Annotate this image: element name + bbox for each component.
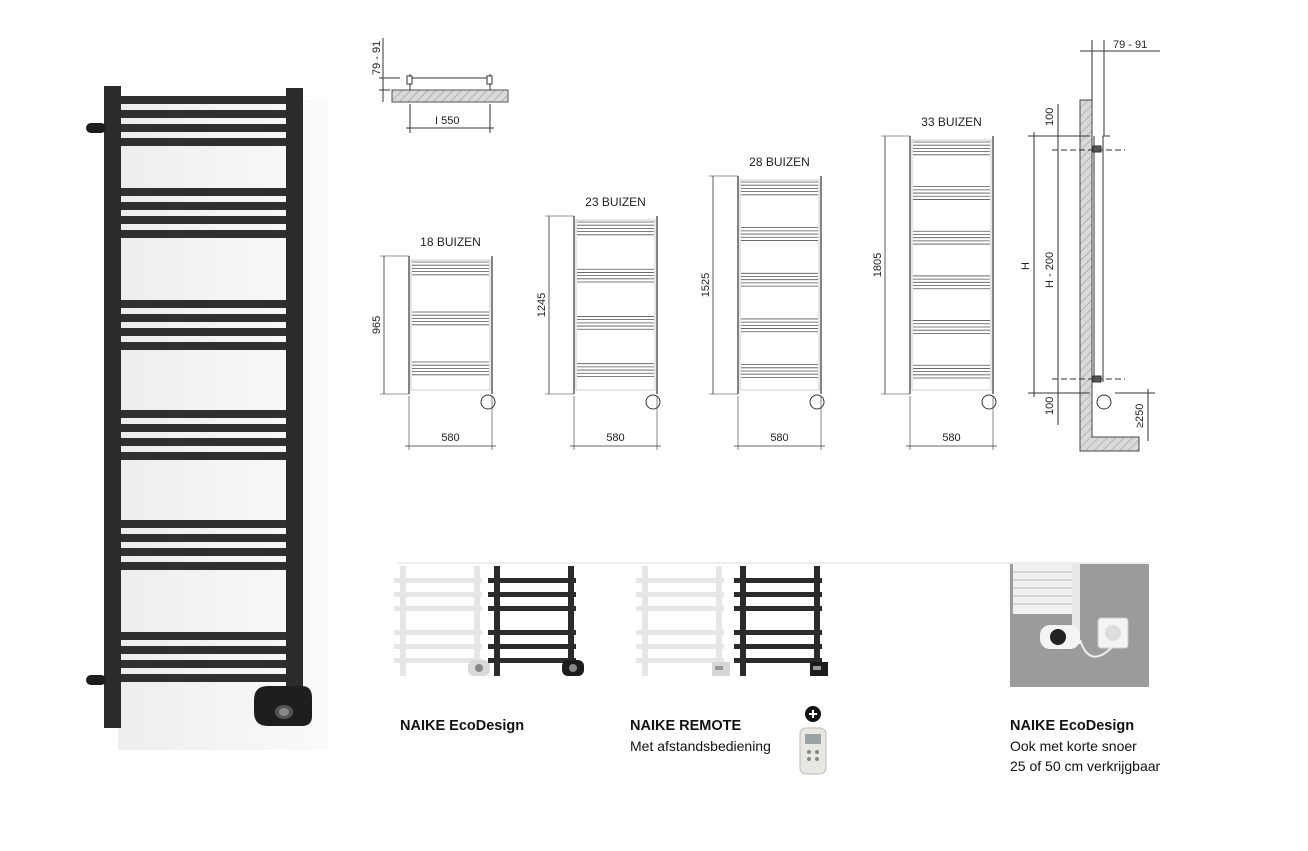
variant-title: NAIKE REMOTE: [630, 718, 742, 734]
side-view-inner-height: H - 200: [1044, 252, 1056, 288]
side-view-depth-label: 79 - 91: [1113, 39, 1147, 51]
variant-thumb-remote: [636, 566, 828, 676]
variant-caption-ecodesign: NAIKE EcoDesign: [400, 716, 524, 736]
model-height-label: 1245: [536, 293, 548, 317]
side-view-diagram: [1028, 40, 1160, 452]
side-view-top-gap: 100: [1044, 108, 1056, 126]
model-width-label: 580: [770, 432, 788, 444]
variant-line: Ook met korte snoer: [1010, 738, 1137, 754]
side-view-bottom-gap: 100: [1044, 397, 1056, 415]
top-view-width-label: I 550: [435, 115, 459, 127]
model-tubes-label: 23 BUIZEN: [585, 195, 646, 209]
model-tubes-label: 33 BUIZEN: [921, 115, 982, 129]
radiator-photo: [86, 86, 328, 750]
model-diagram-2: 23 BUIZEN 1245 580: [536, 195, 661, 450]
model-width-label: 580: [942, 432, 960, 444]
model-tubes-label: 28 BUIZEN: [749, 155, 810, 169]
side-view-floor-gap: ≥250: [1134, 404, 1146, 428]
side-view-height: H: [1020, 262, 1032, 270]
variant-line: 25 of 50 cm verkrijgbaar: [1010, 758, 1161, 774]
model-tubes-label: 18 BUIZEN: [420, 235, 481, 249]
model-diagram-3: 28 BUIZEN 1525 580: [700, 155, 825, 450]
remote-control-icon: [799, 706, 827, 775]
model-diagram-4: 33 BUIZEN 1805 580: [872, 115, 997, 450]
top-view-diagram: [379, 38, 509, 133]
model-height-label: 965: [371, 316, 383, 334]
model-height-label: 1805: [872, 253, 884, 277]
variant-caption-remote: NAIKE REMOTE Met afstandsbediening: [630, 716, 771, 756]
model-diagram-1: 18 BUIZEN 965 580: [371, 235, 496, 450]
variant-title: NAIKE EcoDesign: [1010, 718, 1135, 734]
top-view-depth-label: 79 - 91: [371, 41, 383, 75]
model-height-label: 1525: [700, 273, 712, 297]
variant-title: NAIKE EcoDesign: [400, 718, 525, 734]
variant-thumb-ecodesign: [394, 566, 584, 676]
plug-photo: [1010, 564, 1149, 687]
variant-line: Met afstandsbediening: [630, 738, 771, 754]
model-width-label: 580: [441, 432, 459, 444]
variant-caption-cord: NAIKE EcoDesign Ook met korte snoer 25 o…: [1010, 716, 1160, 776]
model-width-label: 580: [606, 432, 624, 444]
